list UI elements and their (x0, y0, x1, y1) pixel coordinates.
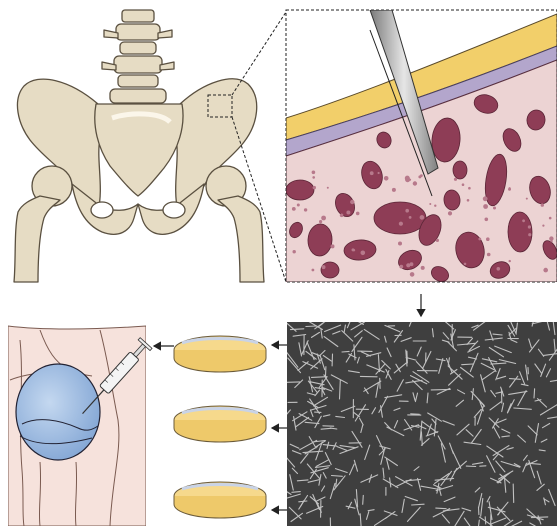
marrow-dot (418, 175, 421, 178)
left-femur (14, 166, 72, 282)
marrow-dot (292, 207, 296, 211)
marrow-dot (413, 181, 417, 185)
marrow-cavity (374, 202, 426, 234)
knee-illustration (8, 322, 146, 526)
marrow-dot (454, 178, 457, 181)
marrow-dot (356, 212, 360, 216)
cultured-cell (292, 492, 300, 493)
sacrum (95, 104, 183, 196)
lumbar-spine (102, 10, 174, 103)
marrow-cavity (286, 180, 314, 200)
cultured-cell (342, 351, 349, 352)
marrow-dot (526, 198, 528, 200)
marrow-dot (312, 269, 315, 272)
marrow-dot (421, 266, 425, 270)
marrow-dot (485, 218, 489, 222)
marrow-dot (528, 233, 531, 236)
marrow-dot (312, 176, 315, 179)
marrow-dot (487, 253, 491, 257)
culture-dishes (174, 336, 266, 518)
cultured-cell (306, 326, 317, 327)
cultured-cell (534, 389, 535, 398)
marrow-dot (434, 205, 436, 207)
marrow-dot (321, 216, 326, 221)
marrow-dot (467, 199, 470, 202)
marrow-dot (493, 207, 496, 210)
cultured-cell (431, 389, 450, 390)
petri-dish (174, 336, 266, 372)
right-femur (206, 166, 264, 282)
cell-culture-micrograph (283, 316, 557, 526)
marrow-dot (429, 203, 431, 205)
marrow-dot (327, 187, 329, 189)
marrow-dot (319, 220, 322, 223)
cultured-cell (513, 484, 514, 502)
marrow-dot (352, 248, 355, 251)
marrow-dot (399, 222, 403, 226)
marrow-dot (509, 260, 511, 262)
marrow-dot (549, 217, 552, 220)
cultured-cell (510, 379, 521, 380)
marrow-dot (378, 172, 380, 174)
marrow-dot (436, 239, 439, 242)
cultured-cell (485, 517, 486, 524)
marrow-dot (468, 187, 471, 190)
marrow-cavity (508, 212, 533, 252)
marrow-dot (410, 272, 415, 277)
marrow-dot (483, 204, 488, 209)
marrow-dot (313, 186, 316, 189)
cultured-cell (411, 414, 420, 415)
marrow-dot (350, 200, 354, 204)
marrow-dot (478, 238, 481, 241)
cultured-cell (436, 508, 446, 509)
cultured-cell (312, 377, 327, 378)
cultured-cell (462, 364, 473, 365)
marrow-dot (346, 211, 350, 215)
marrow-dot (543, 268, 548, 273)
marrow-dot (297, 204, 300, 207)
marrow-dot (405, 209, 409, 213)
marrow-dot (550, 240, 552, 242)
marrow-dot (399, 265, 403, 269)
marrow-dot (420, 215, 425, 220)
marrow-dot (405, 176, 410, 181)
cultured-cell (363, 495, 364, 504)
bone-marrow-zoom (286, 10, 557, 284)
knee-joint-capsule (16, 364, 100, 460)
marrow-cavity (453, 161, 467, 179)
marrow-dot (322, 265, 326, 269)
marrow-dot (370, 171, 374, 175)
marrow-dot (462, 183, 465, 186)
petri-dish (174, 482, 266, 518)
pelvis-illustration (14, 10, 264, 282)
marrow-dot (331, 244, 335, 248)
cultured-cell (284, 382, 300, 383)
marrow-dot (522, 219, 525, 222)
marrow-dot (398, 242, 402, 246)
cultured-cell (531, 517, 547, 518)
marrow-dot (392, 188, 396, 192)
marrow-dot (340, 214, 344, 218)
marrow-dot (483, 196, 488, 201)
marrow-dot (486, 237, 490, 241)
marrow-dot (528, 225, 531, 228)
marrow-dot (464, 263, 467, 266)
marrow-dot (304, 208, 307, 211)
marrow-dot (409, 216, 412, 219)
marrow-dot (312, 171, 316, 175)
marrow-dot (542, 225, 544, 227)
marrow-dot (541, 203, 544, 206)
marrow-dot (406, 263, 410, 267)
marrow-dot (384, 176, 389, 181)
marrow-dot (293, 250, 296, 253)
marrow-dot (361, 251, 366, 256)
petri-dish (174, 406, 266, 442)
marrow-dot (448, 211, 452, 215)
marrow-dot (508, 188, 511, 191)
marrow-cavity (321, 262, 340, 279)
marrow-dot (497, 267, 501, 271)
